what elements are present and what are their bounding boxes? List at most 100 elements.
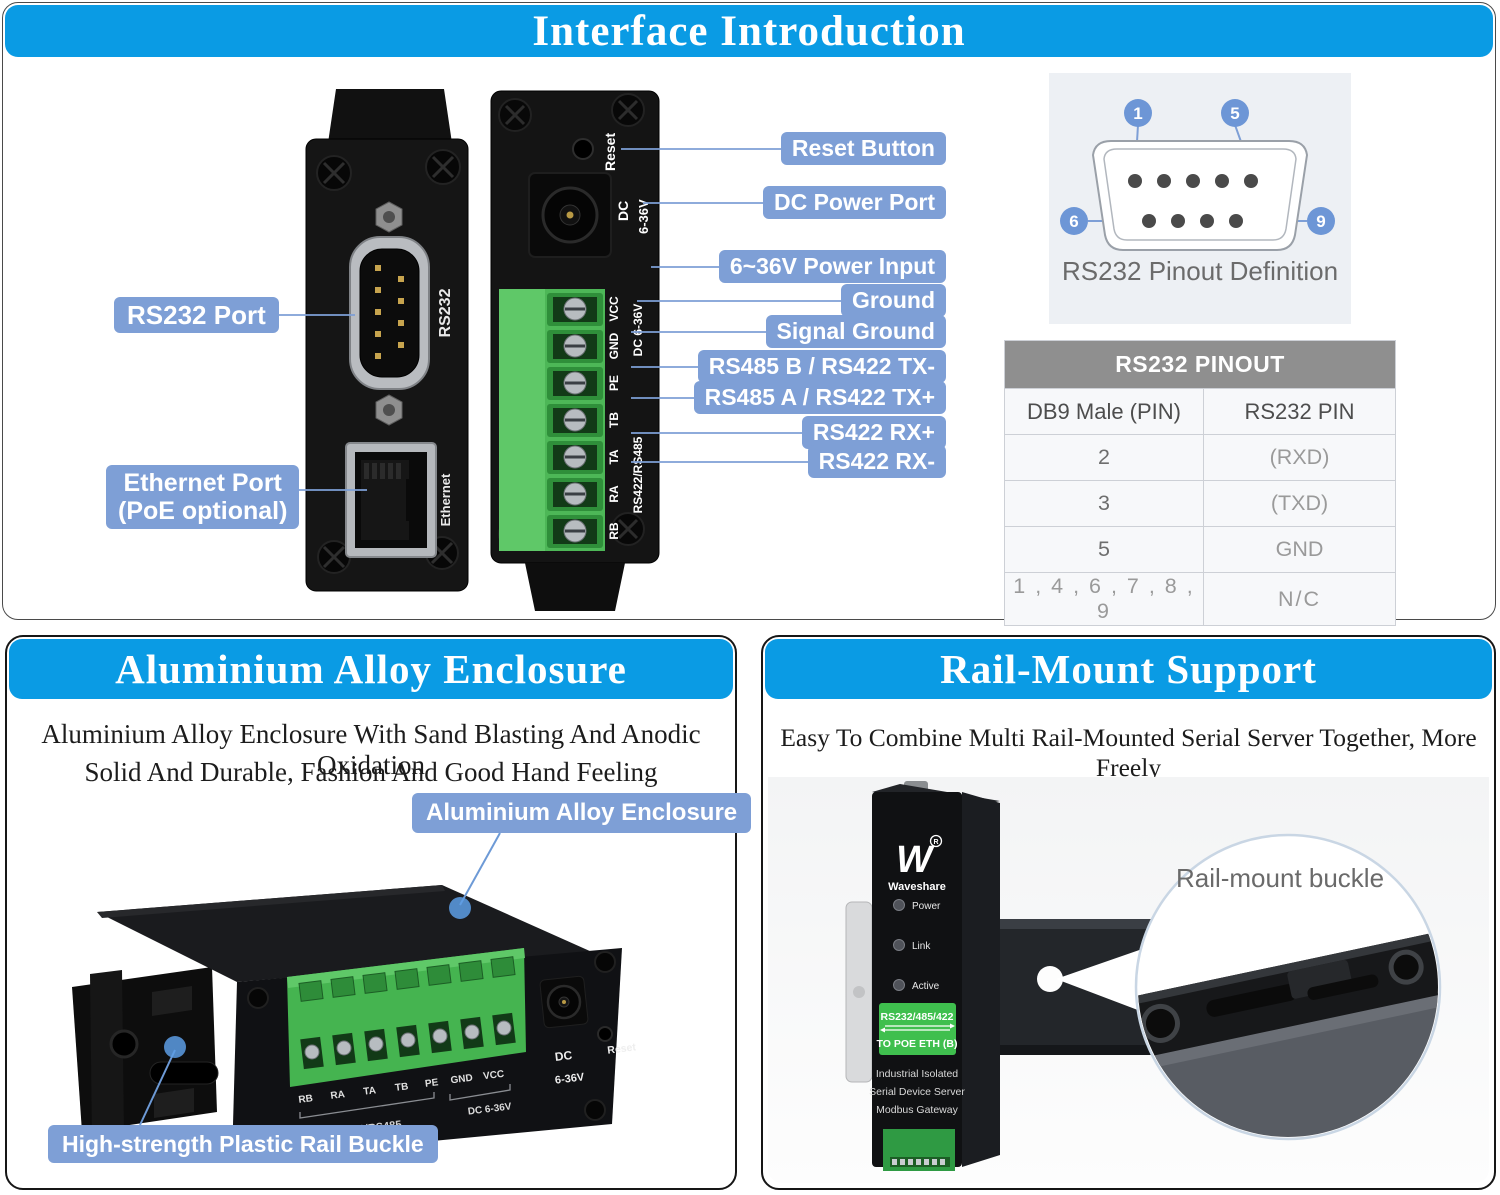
railmount-banner: Rail-Mount Support xyxy=(765,639,1492,699)
enclosure-title: Aluminium Alloy Enclosure xyxy=(115,646,627,692)
dc-label-3d: DC xyxy=(554,1048,573,1064)
callout-rs422-rxm: RS422 RX- xyxy=(807,445,946,478)
enclosure-banner: Aluminium Alloy Enclosure xyxy=(9,639,733,699)
svg-text:GND: GND xyxy=(607,332,621,359)
svg-text:Modbus Gateway: Modbus Gateway xyxy=(876,1104,958,1116)
cell: 2 xyxy=(1004,434,1204,481)
led-indicators: Power Link Active xyxy=(893,899,941,992)
reset-face-label: Reset xyxy=(602,133,618,171)
db9-connector xyxy=(349,201,430,426)
svg-text:VCC: VCC xyxy=(483,1069,505,1082)
model-badge: RS232/485/422 TO POE ETH (B) xyxy=(877,1003,958,1055)
svg-text:TA: TA xyxy=(607,449,621,464)
aluminium-enclosure-panel: Aluminium Alloy Enclosure Aluminium Allo… xyxy=(5,635,752,1190)
railmount-title: Rail-Mount Support xyxy=(940,646,1317,692)
callout-power-input: 6~36V Power Input xyxy=(718,250,946,283)
interface-banner: Interface Introduction xyxy=(5,5,1493,57)
railmount-line1: Easy To Combine Multi Rail-Mounted Seria… xyxy=(780,723,1477,782)
pin-labels-3d: RB RA TA TB PE GND VCC xyxy=(298,1069,505,1106)
pin-labels: VCC GND PE TB TA RA RB xyxy=(607,296,621,540)
table-col1-header: DB9 Male (PIN) xyxy=(1004,388,1204,435)
led-power-label: Power xyxy=(912,901,941,912)
table-row: 1 , 4 , 6 , 7 , 8 , 9 N/C xyxy=(1004,572,1396,626)
device-front-rs232-ethernet: RS232 Ethernet xyxy=(305,89,469,592)
railmount-photo: W R Waveshare Power Link Active xyxy=(768,777,1489,1183)
db9-pinout-drawing: 1 5 6 9 xyxy=(1060,99,1335,251)
callout-reset-button: Reset Button xyxy=(780,132,946,165)
callout-rs485-a: RS485 A / RS422 TX+ xyxy=(693,381,946,414)
svg-text:RB: RB xyxy=(607,522,621,540)
cell: 3 xyxy=(1004,480,1204,527)
svg-text:TB: TB xyxy=(394,1081,409,1094)
green-sliver xyxy=(1138,1065,1146,1113)
brand-label: Waveshare xyxy=(888,881,946,893)
interface-title: Interface Introduction xyxy=(532,7,966,55)
enclosure-line1: Aluminium Alloy Enclosure With Sand Blas… xyxy=(41,719,701,780)
svg-text:TB: TB xyxy=(607,412,621,428)
dc-jack xyxy=(528,172,612,258)
cell: GND xyxy=(1203,526,1396,573)
interface-introduction-panel: Interface Introduction xyxy=(2,2,1496,626)
callout-dc-power-port: DC Power Port xyxy=(762,186,946,219)
svg-text:1: 1 xyxy=(1133,104,1142,123)
svg-text:PE: PE xyxy=(424,1077,439,1090)
rail-mount-panel: Rail-Mount Support Easy To Combine Multi… xyxy=(761,635,1496,1190)
terminal-block xyxy=(499,289,605,551)
svg-text:6: 6 xyxy=(1069,212,1078,231)
dc-face-label: DC xyxy=(615,201,631,221)
callout-rs485-b: RS485 B / RS422 TX- xyxy=(697,350,946,383)
cell: N/C xyxy=(1203,572,1396,626)
terminal-block-3d xyxy=(287,948,526,1087)
pin-number-badges: 1 5 6 9 xyxy=(1060,99,1335,235)
callout-ground: Ground xyxy=(840,284,946,317)
svg-text:5: 5 xyxy=(1230,104,1239,123)
volts-label-3d: 6-36V xyxy=(554,1071,585,1087)
rail-buckle xyxy=(72,967,219,1142)
svg-text:RA: RA xyxy=(607,485,621,503)
bottom-terminal xyxy=(883,1129,955,1171)
reset-hole-3d xyxy=(597,1026,613,1042)
rj45-port xyxy=(345,442,437,558)
volts-face-label: 6-36V xyxy=(636,199,651,234)
railmount-scene: W R Waveshare Power Link Active xyxy=(845,781,1442,1171)
led-active-label: Active xyxy=(912,981,940,992)
reset-label-3d: Reset xyxy=(607,1041,637,1056)
callout-ethernet-line1: Ethernet Port xyxy=(123,469,282,497)
callout-rs232-port: RS232 Port xyxy=(114,297,279,333)
ethernet-face-label: Ethernet xyxy=(438,473,453,526)
dc-range-label-3d: DC 6-36V xyxy=(467,1101,512,1117)
table-row: 3 (TXD) xyxy=(1004,480,1396,527)
svg-text:9: 9 xyxy=(1316,212,1325,231)
svg-text:W: W xyxy=(896,839,935,881)
cell: (TXD) xyxy=(1203,480,1396,527)
dc-range-label: DC 6-36V xyxy=(631,304,645,357)
led-link-label: Link xyxy=(912,941,931,952)
table-col2-header: RS232 PIN xyxy=(1203,388,1396,435)
svg-text:VCC: VCC xyxy=(607,296,621,322)
svg-text:GND: GND xyxy=(450,1073,473,1087)
waveshare-logo: W R Waveshare xyxy=(888,834,946,893)
callout-signal-ground: Signal Ground xyxy=(765,315,946,348)
device-front-terminal: Reset DC 6-36V xyxy=(490,90,660,611)
table-row: 2 (RXD) xyxy=(1004,434,1396,481)
cell: 1 , 4 , 6 , 7 , 8 , 9 xyxy=(1004,572,1204,626)
cell: 5 xyxy=(1004,526,1204,573)
magnifier: Rail-mount buckle xyxy=(1134,833,1442,1141)
svg-text:Serial Device Server: Serial Device Server xyxy=(869,1086,965,1098)
rs422-485-label: RS422/RS485 xyxy=(631,436,645,513)
callout-rail-buckle: High-strength Plastic Rail Buckle xyxy=(48,1125,438,1163)
rs232-pinout-table: RS232 PINOUT DB9 Male (PIN) RS232 PIN 2 … xyxy=(1004,340,1396,626)
table-title: RS232 PINOUT xyxy=(1004,340,1396,389)
svg-text:TO POE ETH (B): TO POE ETH (B) xyxy=(877,1038,958,1050)
svg-text:RS232/485/422: RS232/485/422 xyxy=(881,1011,954,1023)
rs232-pinout-diagram: 1 5 6 9 RS232 Pinout Definition xyxy=(1049,73,1351,324)
dc-jack-3d xyxy=(539,975,589,1029)
callout-ethernet-line2: (PoE optional) xyxy=(118,497,288,525)
svg-text:TA: TA xyxy=(363,1085,377,1097)
svg-text:Industrial Isolated: Industrial Isolated xyxy=(876,1068,958,1080)
enclosure-line2: Solid And Durable, Fashion And Good Hand… xyxy=(84,757,658,787)
table-row: 5 GND xyxy=(1004,526,1396,573)
railmount-device: W R Waveshare Power Link Active xyxy=(869,781,1000,1171)
svg-text:RB: RB xyxy=(298,1093,314,1106)
